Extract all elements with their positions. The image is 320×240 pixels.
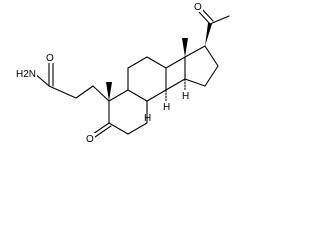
ring-c: [165, 38, 188, 91]
ring-a: [92, 82, 148, 138]
bond-c4-c5: [108, 122, 129, 135]
bond-ketone-2: [94, 125, 112, 138]
label-amide-o: O: [46, 53, 54, 64]
bond-ch2-ch2: [75, 85, 94, 99]
label-ketone-o: O: [86, 134, 94, 145]
bond-d3: [204, 65, 219, 87]
methyl-wedge-2: [182, 38, 188, 57]
propanamide-side-chain: [33, 61, 110, 102]
bond-c1: [165, 56, 186, 69]
bond-ch2-ring: [92, 85, 110, 102]
bond-c7-c8: [127, 89, 148, 102]
label-nh2: H2N: [16, 69, 36, 80]
bond-c5-c6: [127, 122, 148, 135]
acetyl-group: [198, 8, 230, 46]
bond-b2: [127, 56, 148, 69]
bond-d1: [184, 45, 206, 58]
bond-d4: [184, 78, 206, 87]
bond-b5: [146, 89, 167, 102]
acetyl-co-1: [198, 11, 211, 25]
bond-c8-c10: [108, 89, 129, 102]
bond-d2: [204, 45, 219, 67]
ring-b: [127, 56, 167, 102]
label-acetyl-o: O: [194, 2, 202, 13]
bond-c3: [165, 78, 186, 91]
bond-b3: [146, 56, 167, 69]
acetyl-wedge: [205, 23, 212, 46]
acetyl-ch3: [209, 15, 230, 25]
label-h-3: H: [182, 91, 189, 102]
atom-labels: H2N O O O H H H: [15, 1, 203, 145]
structure-canvas: H2N O O O H H H: [15, 1, 230, 145]
label-h-2: H: [163, 102, 170, 113]
acetyl-co-2: [201, 8, 214, 22]
label-h-1: H: [144, 113, 151, 124]
bond-ketone-1: [92, 122, 110, 135]
stereo-hashes: [146, 78, 186, 113]
bond-c-ch2: [48, 85, 77, 99]
molecule-diagram: H2N O O O H H H: [15, 1, 230, 145]
methyl-wedge-1: [106, 82, 112, 101]
ring-d: [184, 45, 219, 87]
